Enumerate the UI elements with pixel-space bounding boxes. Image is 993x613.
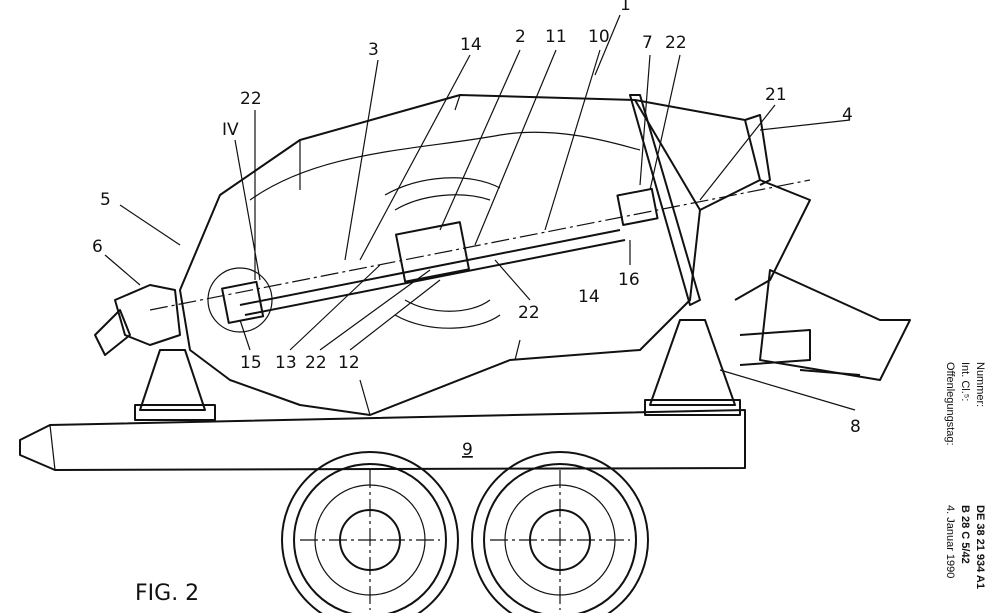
ref-label-12: 12 bbox=[338, 353, 360, 373]
ref-label-1: 1 bbox=[620, 0, 631, 15]
nummer-value: DE 38 21 934 A1 bbox=[974, 505, 986, 589]
ref-label-14-lower: 14 bbox=[578, 287, 600, 307]
ref-label-2: 2 bbox=[515, 27, 526, 47]
leader-lines bbox=[105, 15, 855, 410]
intcl-value: B 28 C 5/42 bbox=[959, 505, 971, 564]
ref-label-21: 21 bbox=[765, 85, 787, 105]
ref-label-16: 16 bbox=[618, 270, 640, 290]
ref-label-IV: IV bbox=[222, 120, 239, 140]
offenlegungstag-value: 4. Januar 1990 bbox=[944, 505, 956, 578]
shaft-assembly bbox=[95, 180, 810, 355]
ref-label-11: 11 bbox=[545, 27, 567, 47]
ref-label-9: 9 bbox=[462, 440, 473, 460]
ref-label-22-top: 22 bbox=[665, 33, 687, 53]
ref-label-22-bottom: 22 bbox=[305, 353, 327, 373]
wheels bbox=[282, 452, 648, 613]
ref-label-3: 3 bbox=[368, 40, 379, 60]
ref-label-6: 6 bbox=[92, 237, 103, 257]
trailer-chassis bbox=[20, 410, 745, 470]
ref-label-22: 22 bbox=[240, 89, 262, 109]
ref-label-7: 7 bbox=[642, 33, 653, 53]
ref-label-14: 14 bbox=[460, 35, 482, 55]
drum-supports bbox=[135, 320, 740, 420]
nummer-label: Nummer: bbox=[974, 362, 986, 407]
ref-label-10: 10 bbox=[588, 27, 610, 47]
ref-label-5: 5 bbox=[100, 190, 111, 210]
figure-caption: FIG. 2 bbox=[135, 581, 199, 606]
ref-label-15: 15 bbox=[240, 353, 262, 373]
offenlegungstag-label: Offenlegungstag: bbox=[944, 362, 956, 446]
ref-label-13: 13 bbox=[275, 353, 297, 373]
ref-label-4: 4 bbox=[842, 105, 853, 125]
ref-label-22-mid: 22 bbox=[518, 303, 540, 323]
ref-label-8: 8 bbox=[850, 417, 861, 437]
intcl-label: Int. Cl.⁵: bbox=[959, 362, 971, 401]
